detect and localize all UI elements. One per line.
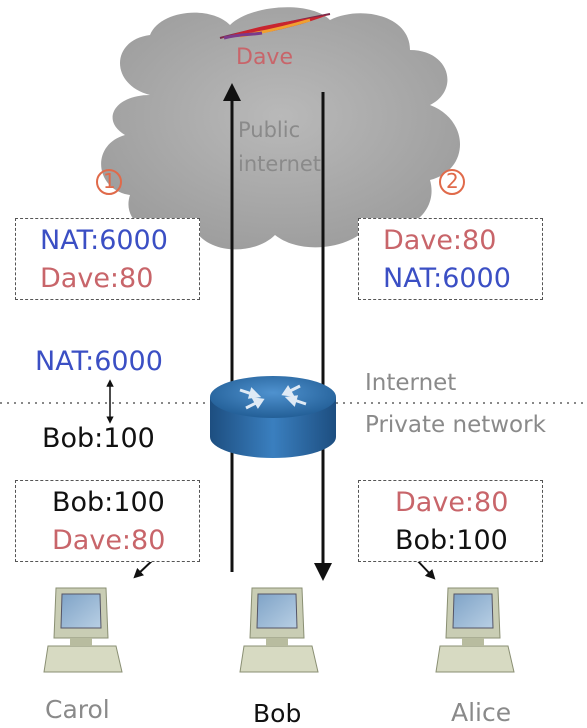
dave-server-label: Dave — [236, 45, 293, 70]
public-internet-label-line1: Public — [238, 118, 301, 142]
step-2-marker — [439, 169, 465, 195]
bob-computer-icon — [239, 587, 319, 673]
nat-internal-address: Bob:100 — [42, 423, 155, 454]
nat-router — [210, 376, 336, 458]
carol-computer-icon — [43, 587, 123, 673]
public-internet-label-line2: internet — [238, 152, 322, 176]
carol-host-label: Carol — [45, 695, 110, 724]
internet-cloud — [101, 7, 461, 250]
packet-4-header: Dave:80 Bob:100 — [358, 480, 543, 562]
packet-4-dst: Bob:100 — [395, 525, 508, 556]
packet-2-src: Dave:80 — [383, 225, 497, 256]
packet-3-src: Bob:100 — [52, 487, 165, 518]
step-1-number: 1 — [103, 169, 116, 193]
bob-host-label: Bob — [253, 699, 302, 728]
packet-1-header: NAT:6000 Dave:80 — [15, 218, 200, 300]
step-2-number: 2 — [446, 169, 459, 193]
packet-4-src: Dave:80 — [395, 487, 509, 518]
feather-logo — [219, 13, 331, 40]
packet-3-header: Bob:100 Dave:80 — [15, 480, 200, 562]
alice-host-label: Alice — [451, 698, 512, 727]
private-network-zone-label: Private network — [365, 412, 546, 438]
internet-zone-label: Internet — [365, 370, 457, 396]
step-1-marker — [96, 169, 122, 195]
packet-2-dst: NAT:6000 — [383, 263, 511, 294]
packet-2-header: Dave:80 NAT:6000 — [358, 218, 543, 300]
alice-computer-icon — [435, 587, 515, 673]
nat-external-address: NAT:6000 — [35, 346, 163, 377]
packet-1-src: NAT:6000 — [40, 225, 168, 256]
packet-1-dst: Dave:80 — [40, 263, 154, 294]
packet-3-dst: Dave:80 — [52, 525, 166, 556]
